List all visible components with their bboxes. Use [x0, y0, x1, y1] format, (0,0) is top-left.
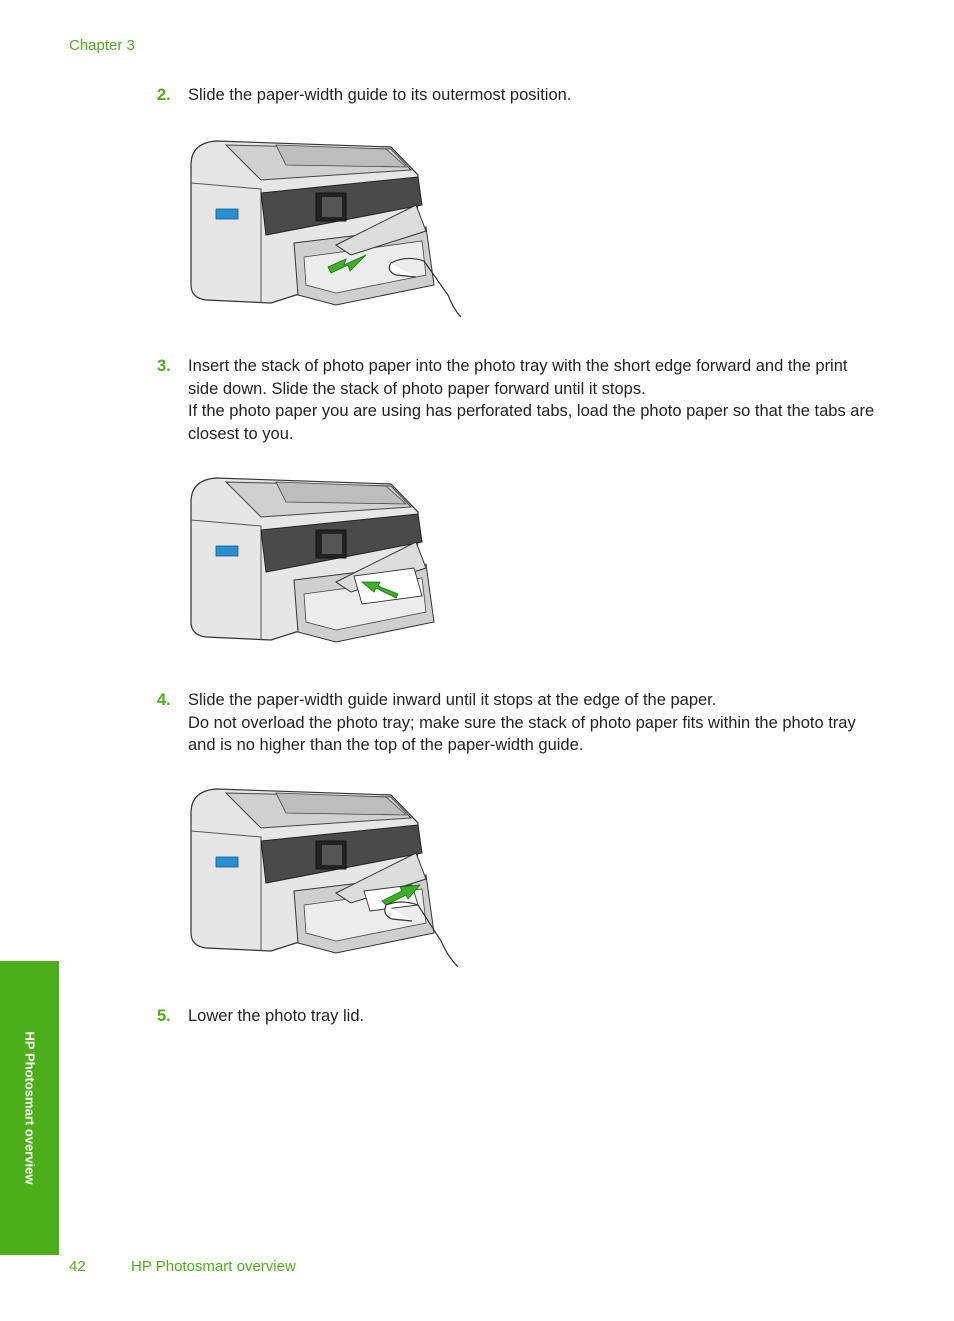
step-note: Do not overload the photo tray; make sur…	[188, 713, 856, 755]
step-number: 3.	[157, 357, 171, 375]
printer-illustration-guide-in	[186, 783, 461, 968]
step-2: 2. Slide the paper-width guide to its ou…	[157, 84, 877, 107]
step-number: 4.	[157, 691, 171, 709]
printer-illustration-guide-out	[186, 135, 461, 320]
step-text: Insert the stack of photo paper into the…	[188, 357, 848, 398]
step-number: 5.	[157, 1007, 171, 1025]
step-number: 2.	[157, 86, 171, 104]
step-5: 5. Lower the photo tray lid.	[157, 1005, 877, 1028]
side-tab: HP Photosmart overview	[0, 961, 59, 1255]
page-number: 42	[69, 1258, 86, 1275]
footer-title: HP Photosmart overview	[131, 1258, 296, 1275]
step-text: Slide the paper-width guide inward until…	[188, 691, 717, 709]
step-note: If the photo paper you are using has per…	[188, 402, 875, 443]
step-text: Lower the photo tray lid.	[188, 1007, 365, 1025]
step-text: Slide the paper-width guide to its outer…	[188, 86, 572, 104]
chapter-label: Chapter 3	[69, 37, 135, 54]
step-4: 4. Slide the paper-width guide inward un…	[157, 689, 877, 757]
printer-illustration-insert-paper	[186, 472, 461, 657]
side-tab-label: HP Photosmart overview	[22, 1031, 37, 1185]
step-3: 3. Insert the stack of photo paper into …	[157, 355, 877, 445]
